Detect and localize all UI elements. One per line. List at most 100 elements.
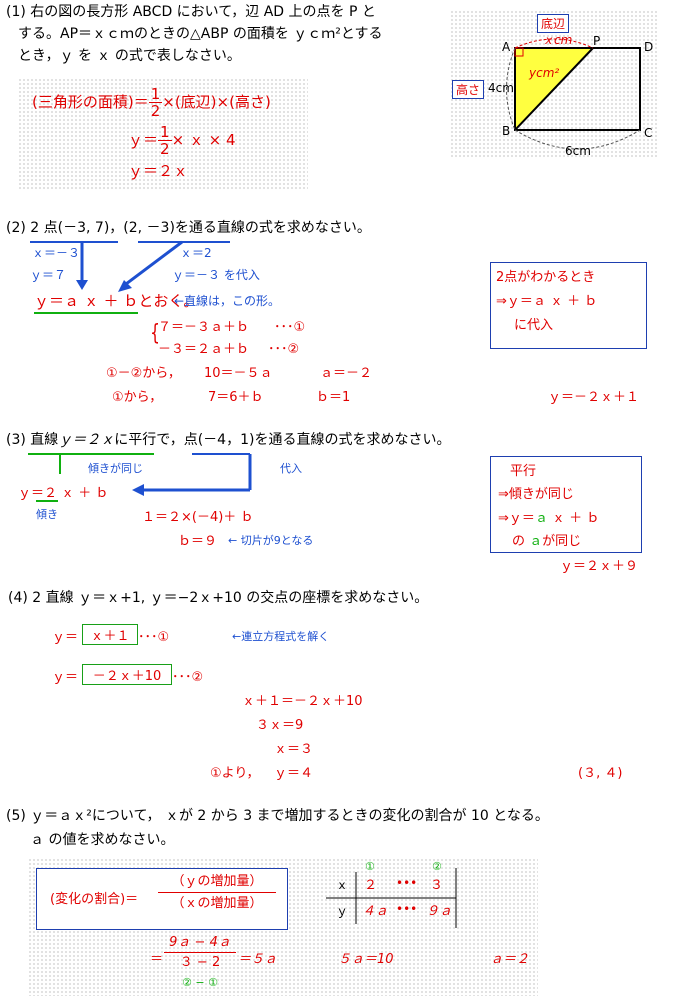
intercept-calc-2: ｂ＝９ <box>178 534 218 549</box>
step-1-rhs: × ｘ × 4 <box>171 131 236 149</box>
width-brace <box>514 129 641 150</box>
calc-equals: ＝ <box>150 952 164 967</box>
problem-2-arrows <box>30 240 230 292</box>
table-mark-1: ① <box>365 860 375 873</box>
equation-1: ７＝－３ａ＋ｂ <box>158 320 250 335</box>
right-angle-mark <box>514 47 524 57</box>
eq-1-mark: ･･･① <box>138 630 170 645</box>
table-y1: ４ａ <box>362 904 389 919</box>
elimination-result: 10＝－５ａ <box>204 366 273 381</box>
vertex-c: C <box>644 126 653 140</box>
substitution-x2: ｘ＝2 <box>180 246 212 260</box>
hint-3-post: ｘ ＋ ｂ <box>547 511 600 526</box>
problem-3-question: (3) 直線ｙ＝２ｘに平行で，点(－4，1)を通る直線の式を求めなさい。 <box>6 430 450 450</box>
calc-result: ＝５ａ <box>238 952 278 967</box>
intercept-calc-1: １＝２×(－4)＋ ｂ <box>142 510 254 525</box>
rectangle-abcd <box>514 47 641 131</box>
hint-line-3: に代入 <box>514 318 554 333</box>
problem-1-line-2: する。AP＝ｘｃｍのときの△ABP の面積を ｙｃｍ²とする <box>18 26 383 42</box>
fraction-numerator-2: 1 <box>158 123 172 141</box>
definition-numerator: （ｙの増加量） <box>158 872 276 893</box>
hint-box-parallel <box>490 456 642 553</box>
fraction-denominator-2: 2 <box>160 140 170 158</box>
definition-denominator: （ｘの増加量） <box>171 896 263 911</box>
system-brace: { <box>150 321 160 346</box>
vertex-p: P <box>593 34 601 48</box>
eq-1-lhs: ｙ＝ <box>52 630 79 645</box>
table-y-dots: ••• <box>396 902 418 916</box>
hint-4-a: ａ <box>529 534 543 549</box>
problem-2-question: (2) 2 点(－3, 7)，(2, －3)を通る直線の式を求めなさい。 <box>6 220 371 236</box>
definition-fraction: （ｙの増加量） （ｘの増加量） <box>158 872 276 915</box>
segment-bp <box>514 47 594 131</box>
a-value: ａ＝－２ <box>320 366 373 381</box>
problem-5-answer: ａ＝２ <box>490 952 530 967</box>
template-equation: ｙ＝ａ ｘ ＋ ｂ <box>34 292 139 314</box>
hint-line-1: 2点がわかるとき <box>496 270 596 285</box>
table-y2: ９ａ <box>426 904 453 919</box>
fraction-denominator: 2 <box>150 102 161 120</box>
hint-box-two-points <box>490 262 647 349</box>
table-mark-2: ② <box>432 860 442 873</box>
vertex-d: D <box>644 40 654 54</box>
elimination-step: ①－②から， <box>106 366 181 381</box>
hint-line-2: ⇒ｙ＝ａ ｘ ＋ ｂ <box>496 294 598 309</box>
calc-denominator: ３ − 2 <box>179 955 221 970</box>
note-same-slope: 傾きが同じ <box>88 462 143 475</box>
equation-1-mark: ･･･① <box>274 320 306 335</box>
table-header-x: ｘ <box>336 878 349 892</box>
problem-4-answer: (３, ４) <box>578 766 623 781</box>
parallel-hint-3: ⇒ｙ＝ａ ｘ ＋ ｂ <box>498 507 599 526</box>
rate-of-change-definition-box <box>36 868 288 930</box>
substitution-result: 7＝6＋ｂ <box>208 390 264 405</box>
problem-5-line-1: (5) ｙ＝ａｘ²について， ｘが 2 から 3 まで増加するときの変化の割合が… <box>6 808 549 824</box>
label-slope: 傾き <box>36 508 58 521</box>
calc-fraction: 9ａ − 4ａ ３ − 2 <box>164 934 236 973</box>
label-area: ycm² <box>529 66 560 80</box>
parallel-line-equation: ｙ＝２ ｘ ＋ ｂ <box>18 486 109 501</box>
fraction-numerator: 1 <box>148 85 163 103</box>
eq-2-mark: ･･･② <box>172 670 204 685</box>
table-x-dots: ••• <box>396 876 418 890</box>
equation-2: －３＝２ａ＋ｂ <box>158 342 250 357</box>
parallel-hint-2: ⇒傾きが同じ <box>498 487 574 502</box>
arrow-2-shaft <box>125 240 183 286</box>
label-x-cm: ｘcm <box>542 33 573 47</box>
problem-5-line-2: ａ の値を求めなさい。 <box>30 832 175 848</box>
equation-2-mark: ･･･② <box>268 342 300 357</box>
substitution-y1: ｙ＝７ <box>30 268 67 282</box>
problem-3-answer: ｙ＝２ｘ＋９ <box>560 559 639 574</box>
problem-3-guides <box>28 453 252 496</box>
solve-step-3: ｘ＝３ <box>274 742 314 757</box>
question-equation: ｙ＝２ｘ <box>58 432 115 448</box>
step-2: ｙ＝２ｘ <box>128 162 189 180</box>
question-prefix: (3) 直線 <box>6 432 59 448</box>
label-base: 底辺 <box>537 14 570 33</box>
solve-step-4b: ｙ＝４ <box>274 766 314 781</box>
parallel-hint-4: の ａが同じ <box>512 530 581 549</box>
definition-lhs: (変化の割合)＝ <box>50 892 139 907</box>
substitution-x1: ｘ＝－３ <box>32 246 81 260</box>
question-suffix: に平行で，点(－4，1)を通る直線の式を求めなさい。 <box>114 432 451 448</box>
problem-2-answer: ｙ＝－２ｘ＋１ <box>548 390 640 405</box>
note-substitute: 代入 <box>280 462 302 475</box>
arrow-head <box>132 484 144 496</box>
calc-numerator: 9ａ − 4ａ <box>164 934 236 953</box>
table-x1: ２ <box>364 878 378 893</box>
problem-1-line-1: (1) 右の図の長方形 ABCD において，辺 AD 上の点を P と <box>6 4 376 20</box>
substitution-y2: ｙ＝－３ を代入 <box>172 268 260 282</box>
hint-3-a: ａ <box>534 511 548 526</box>
vertex-a: A <box>502 40 511 54</box>
label-4cm: 4cm <box>488 81 514 95</box>
hint-4-pre: の <box>512 534 530 549</box>
table-header-y: ｙ <box>336 904 349 918</box>
solve-step-2: ３ｘ＝9 <box>256 718 304 733</box>
solve-step-4a: ①より， <box>210 766 260 781</box>
rectangle-figure <box>506 38 641 150</box>
arrow-2-head <box>118 280 132 292</box>
b-value: ｂ＝1 <box>316 390 351 405</box>
